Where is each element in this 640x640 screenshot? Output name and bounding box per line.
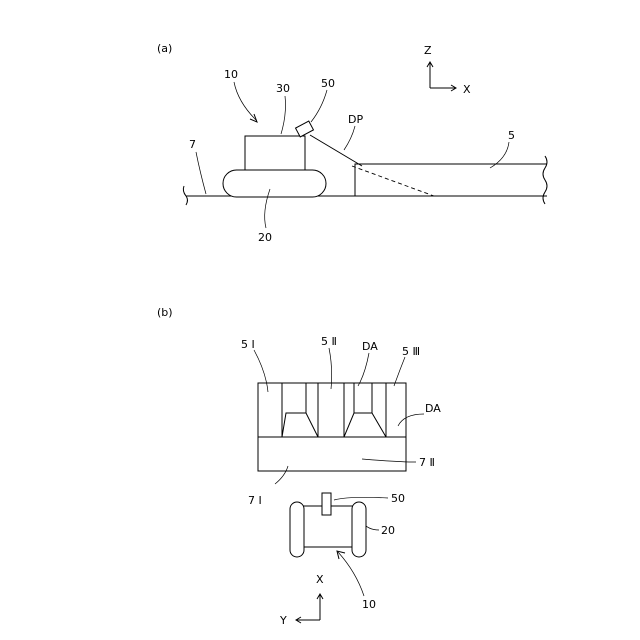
panel-b-label: (b) [157, 306, 173, 319]
leaders-b [254, 348, 424, 596]
excavation-boundary [258, 413, 406, 437]
track-20 [223, 170, 326, 197]
label-ground-7: 7 [189, 138, 196, 151]
body-30 [245, 136, 305, 170]
leaders-a [196, 82, 509, 228]
label-track-20-b: 20 [381, 524, 395, 537]
axis-y-label-b: Y [279, 614, 287, 627]
label-sensor-50-b: 50 [391, 492, 405, 505]
label-machine-10: 10 [224, 68, 238, 81]
sensing-ray [310, 135, 362, 166]
label-track-20: 20 [258, 231, 272, 244]
label-machine-10-b: 10 [362, 598, 376, 611]
machine-10 [223, 121, 362, 197]
axis-x-label: X [463, 83, 471, 96]
bench-5 [352, 156, 547, 204]
work-area-top-view [258, 383, 406, 471]
axis-z-label: Z [424, 44, 432, 57]
label-floor-7-1: 7 Ⅰ [248, 494, 262, 507]
track-left [290, 502, 304, 557]
sensor-50-top [322, 493, 331, 515]
panel-b: (b) [157, 306, 441, 627]
label-face-5-3: 5 Ⅲ [402, 345, 420, 358]
label-face-5-1: 5 Ⅰ [241, 338, 255, 351]
axis-x-label-b: X [316, 573, 324, 586]
label-da-right: DA [425, 402, 441, 415]
label-face-5-2: 5 Ⅱ [321, 335, 337, 348]
machine-10-top [290, 493, 366, 557]
sensor-50 [296, 121, 314, 137]
panel-a-label: (a) [157, 42, 172, 55]
axes-zx: Z X [424, 44, 471, 96]
label-sensor-50: 50 [321, 77, 335, 90]
label-body-30: 30 [276, 82, 290, 95]
label-dp: DP [348, 113, 363, 126]
label-floor-7-2: 7 Ⅱ [419, 456, 435, 469]
label-bench-5: 5 [508, 129, 515, 142]
track-right [352, 502, 366, 557]
label-da-top: DA [362, 340, 378, 353]
axes-xy: X Y [279, 573, 324, 627]
panel-a: (a) Z X [157, 42, 547, 244]
